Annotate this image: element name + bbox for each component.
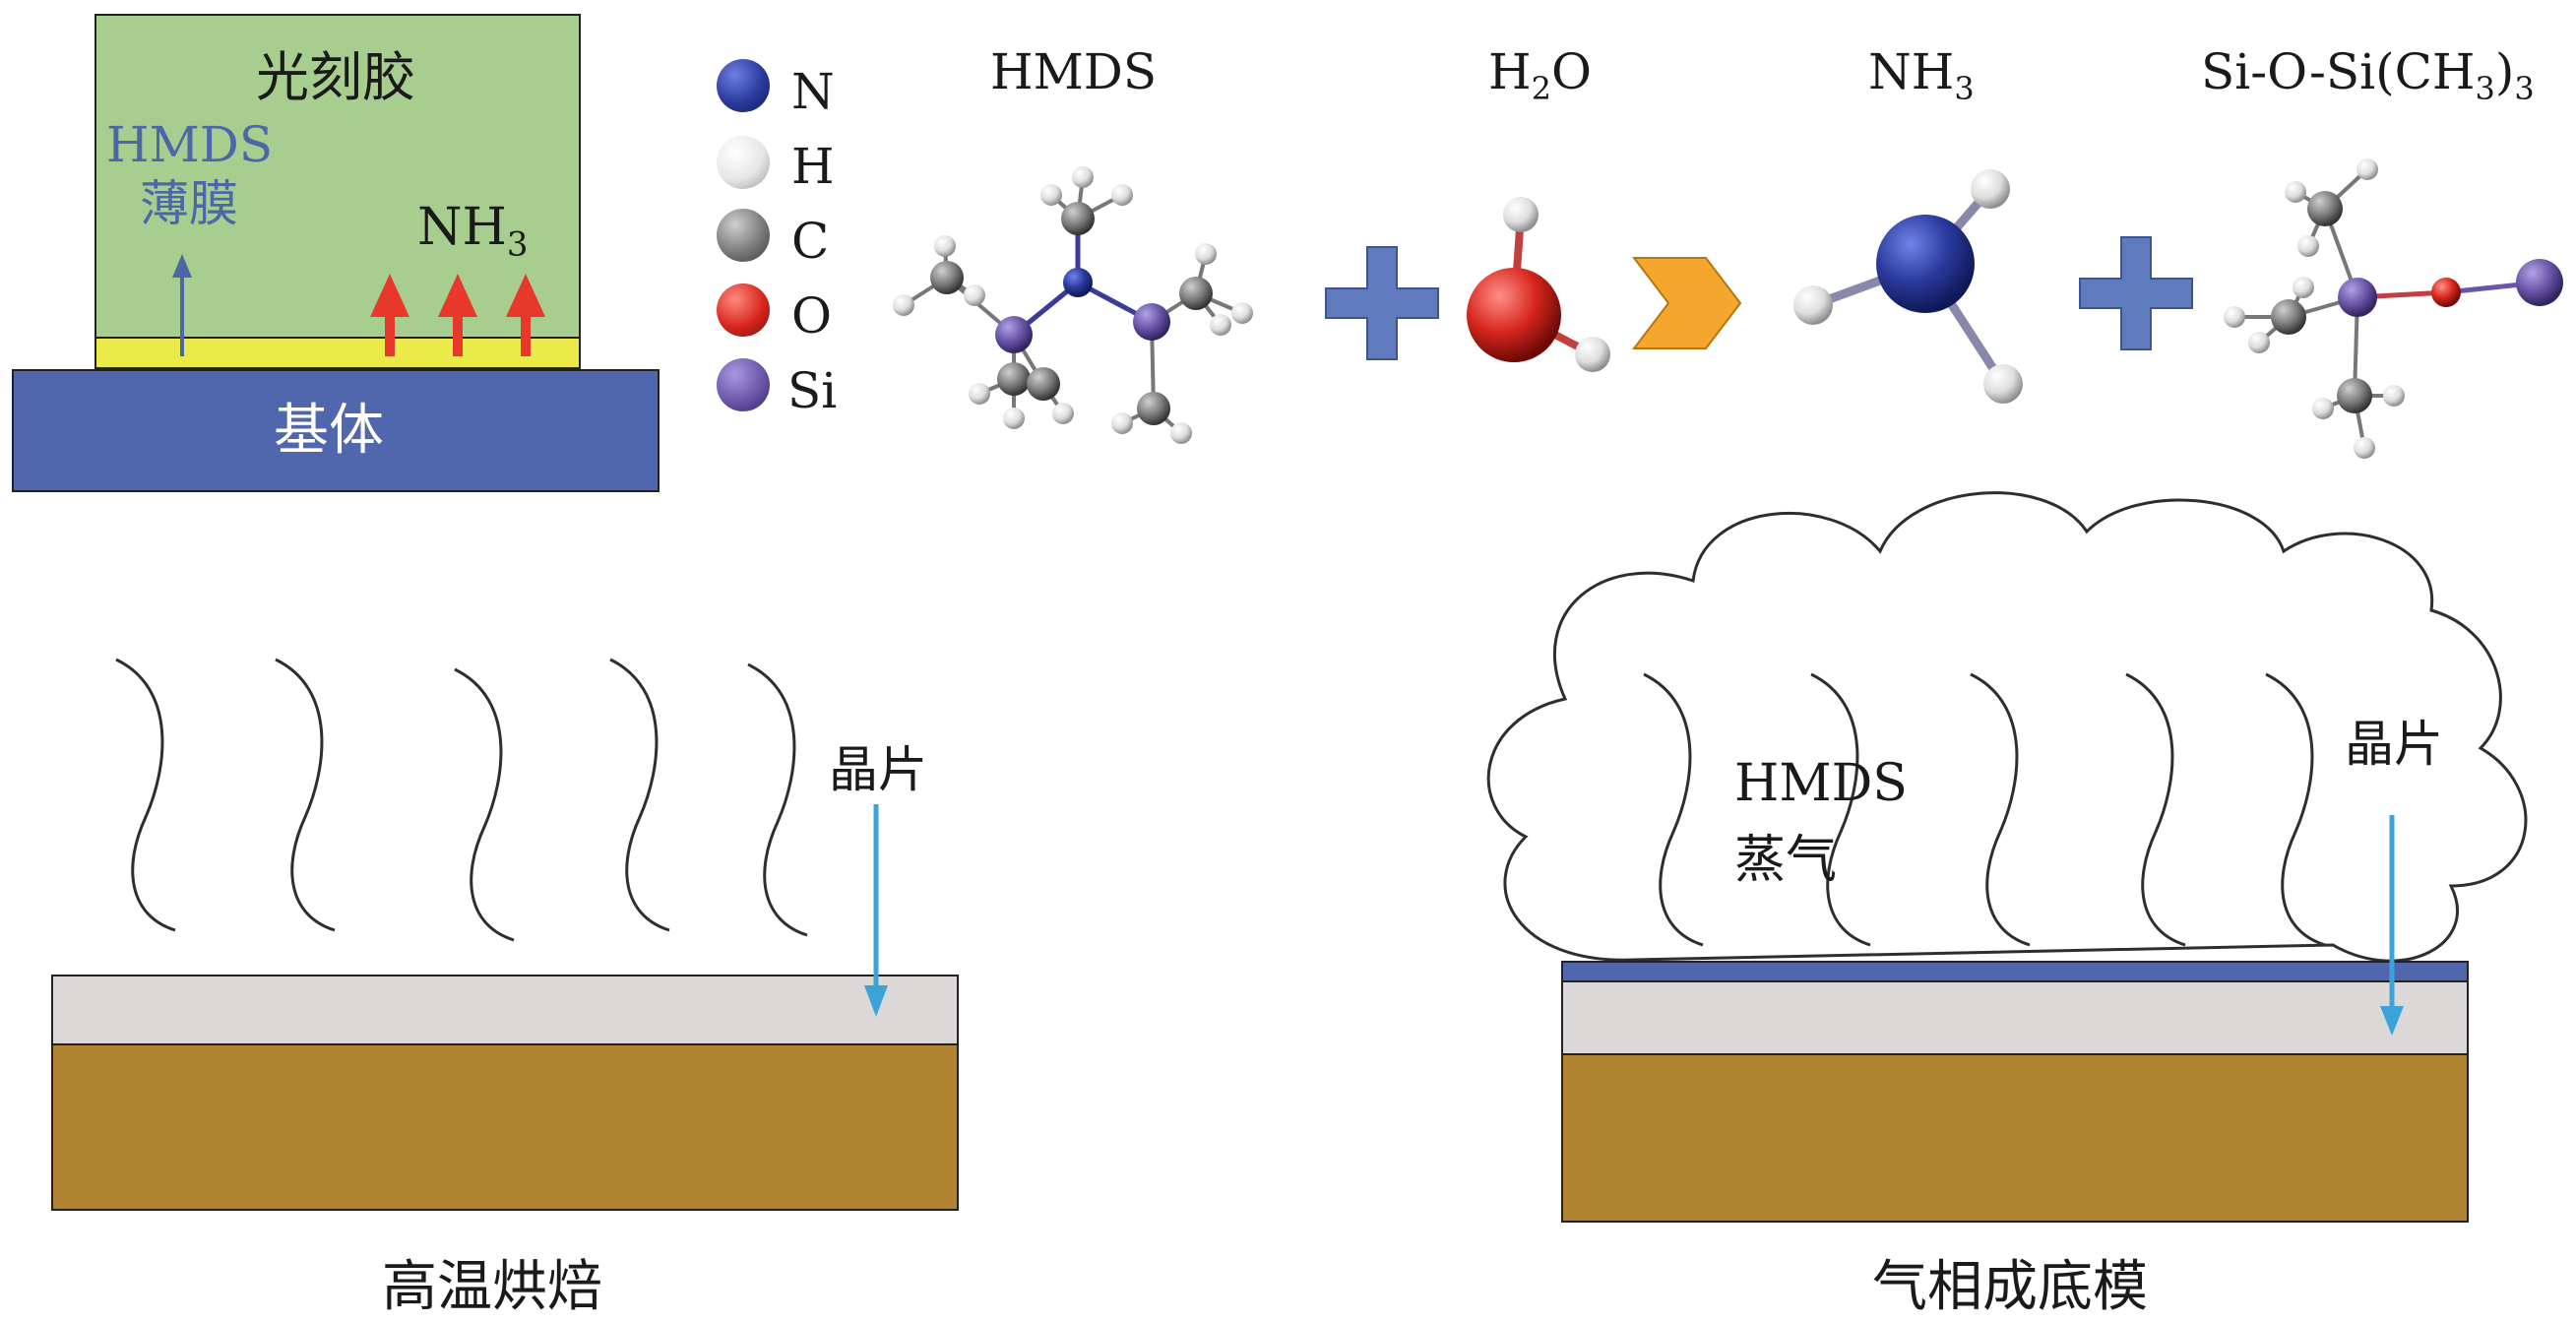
legend-label-si: Si [787, 362, 838, 419]
photoresist-layer [94, 14, 581, 339]
hmds-film-label-cn: 薄膜 [140, 175, 238, 232]
hmds-title: HMDS [990, 43, 1158, 100]
hmds-molecule-icon [893, 166, 1253, 444]
carbon-atom-icon [717, 209, 770, 262]
legend-label-c: C [791, 213, 830, 270]
hmds-vapor-label: HMDS [1734, 754, 1908, 813]
nh3-arrow [438, 274, 477, 356]
legend-label-o: O [791, 287, 832, 345]
hmds-vapor-label-cn: 蒸气 [1734, 831, 1838, 890]
arrows-overlay [172, 254, 545, 356]
wafer-pointer-arrow [864, 804, 888, 1017]
hmds-film-label: HMDS [106, 116, 274, 173]
vapor-wave-line [2125, 672, 2186, 947]
wafer-label: 晶片 [2345, 716, 2443, 773]
vapor-wave-line [1970, 672, 2031, 947]
legend-label-n: N [791, 63, 835, 120]
wafer-pointer-arrow [2380, 815, 2404, 1036]
water-title: H2O [1488, 43, 1592, 107]
heat-wave-line [115, 658, 176, 932]
ammonia-title: NH3 [1868, 43, 1975, 107]
wafer-body [51, 1043, 959, 1211]
hydrogen-atom-icon [717, 136, 770, 189]
nh3-arrow [506, 274, 545, 356]
reaction-arrow-icon [1631, 257, 1742, 349]
substrate-label: 基体 [274, 399, 384, 463]
hmds-vapor-cloud [1486, 491, 2528, 963]
vapor-wave-line [1643, 672, 1704, 947]
photoresist-label: 光刻胶 [256, 46, 415, 108]
substrate-block [12, 369, 660, 492]
ammonia-molecule-icon [1793, 169, 2023, 404]
bake-caption: 高温烘焙 [382, 1255, 602, 1319]
wafer-top-layer [51, 975, 959, 1045]
nitrogen-atom-icon [717, 59, 770, 112]
siloxane-title: Si-O-Si(CH3)3 [2201, 43, 2535, 107]
silicon-atom-icon [717, 358, 770, 411]
nh3-label: NH3 [417, 198, 529, 265]
film-up-arrow [172, 254, 192, 356]
nh3-arrow [370, 274, 409, 356]
heat-wave-line [275, 658, 336, 932]
heat-wave-line [747, 662, 808, 937]
hmds-film-layer [1561, 961, 2469, 982]
heat-wave-line [609, 658, 670, 932]
hmds-film-layer [94, 339, 581, 369]
vapor-caption: 气相成底模 [1872, 1255, 2148, 1319]
wafer-top-layer [1561, 980, 2469, 1055]
reaction-scheme [893, 158, 2563, 459]
heat-waves [115, 658, 808, 942]
vapor-wave-line [2265, 672, 2326, 947]
plus-sign-icon [1325, 246, 1439, 360]
wafer-body [1561, 1053, 2469, 1223]
vapor-wave-line [1810, 672, 1871, 947]
siloxane-molecule-icon [2224, 158, 2563, 459]
legend-label-h: H [791, 138, 835, 195]
heat-wave-line [454, 667, 515, 942]
water-molecule-icon [1467, 197, 1610, 372]
wafer-label: 晶片 [829, 741, 927, 798]
oxygen-atom-icon [717, 283, 770, 337]
plus-sign-icon [2079, 236, 2193, 350]
